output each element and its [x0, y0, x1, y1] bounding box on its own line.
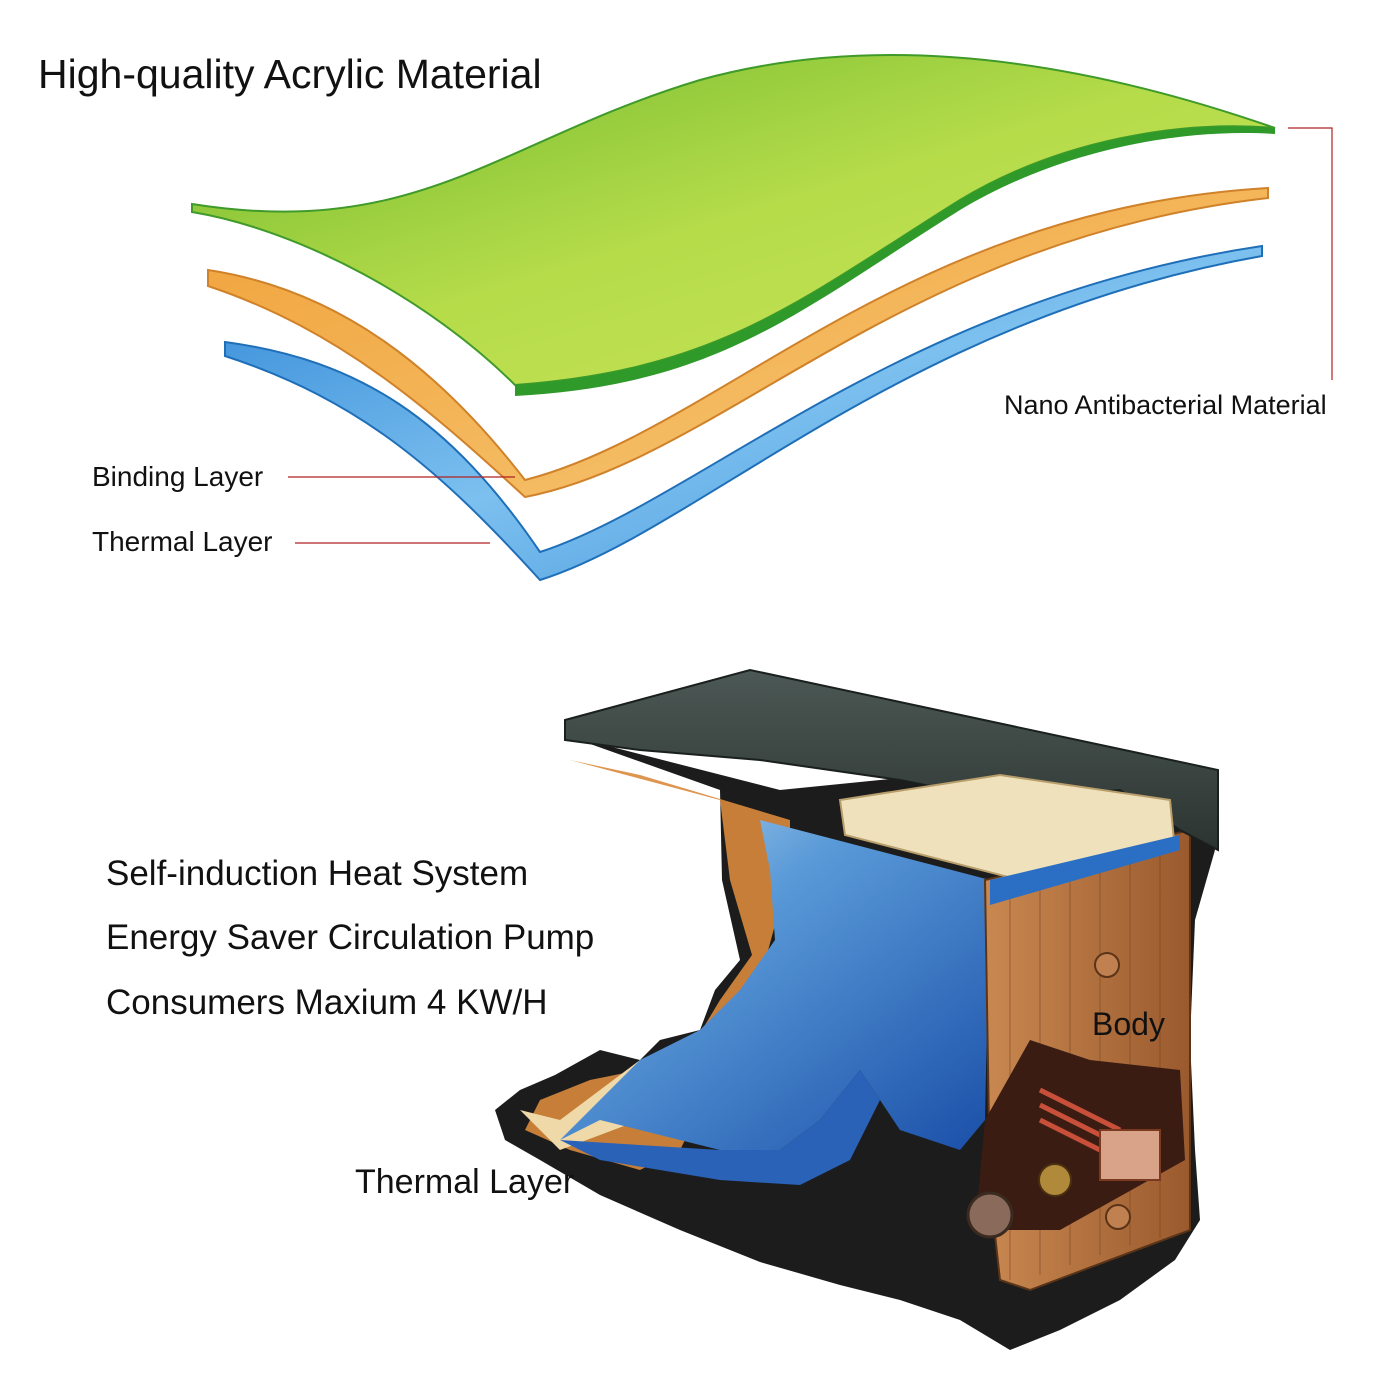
nano-leader [1288, 127, 1333, 380]
label-nano-antibacterial: Nano Antibacterial Material [1004, 390, 1327, 420]
feature-circulation-pump: Energy Saver Circulation Pump [106, 918, 595, 957]
pump-icon [966, 1191, 1014, 1239]
jet-icon [1094, 952, 1120, 978]
feature-power-consumption: Consumers Maxium 4 KW/H [106, 983, 548, 1022]
thermal-sheet [224, 244, 1263, 582]
binding-sheet [207, 186, 1269, 499]
page-title: High-quality Acrylic Material [38, 51, 542, 97]
water-basin [560, 820, 990, 1150]
leader-lines [288, 127, 1333, 544]
label-binding-layer: Binding Layer [92, 461, 264, 492]
label-body: Body [1092, 1006, 1165, 1042]
label-thermal-layer-top: Thermal Layer [92, 526, 273, 557]
equipment-bay [975, 1040, 1185, 1230]
feature-heat-system: Self-induction Heat System [106, 854, 529, 893]
jet-icon [1105, 1204, 1131, 1230]
heater-unit [1099, 1129, 1161, 1181]
layers-illustration [191, 54, 1276, 582]
spa-cutaway-illustration [495, 668, 1219, 1350]
label-thermal-layer-bottom: Thermal Layer [355, 1163, 575, 1201]
